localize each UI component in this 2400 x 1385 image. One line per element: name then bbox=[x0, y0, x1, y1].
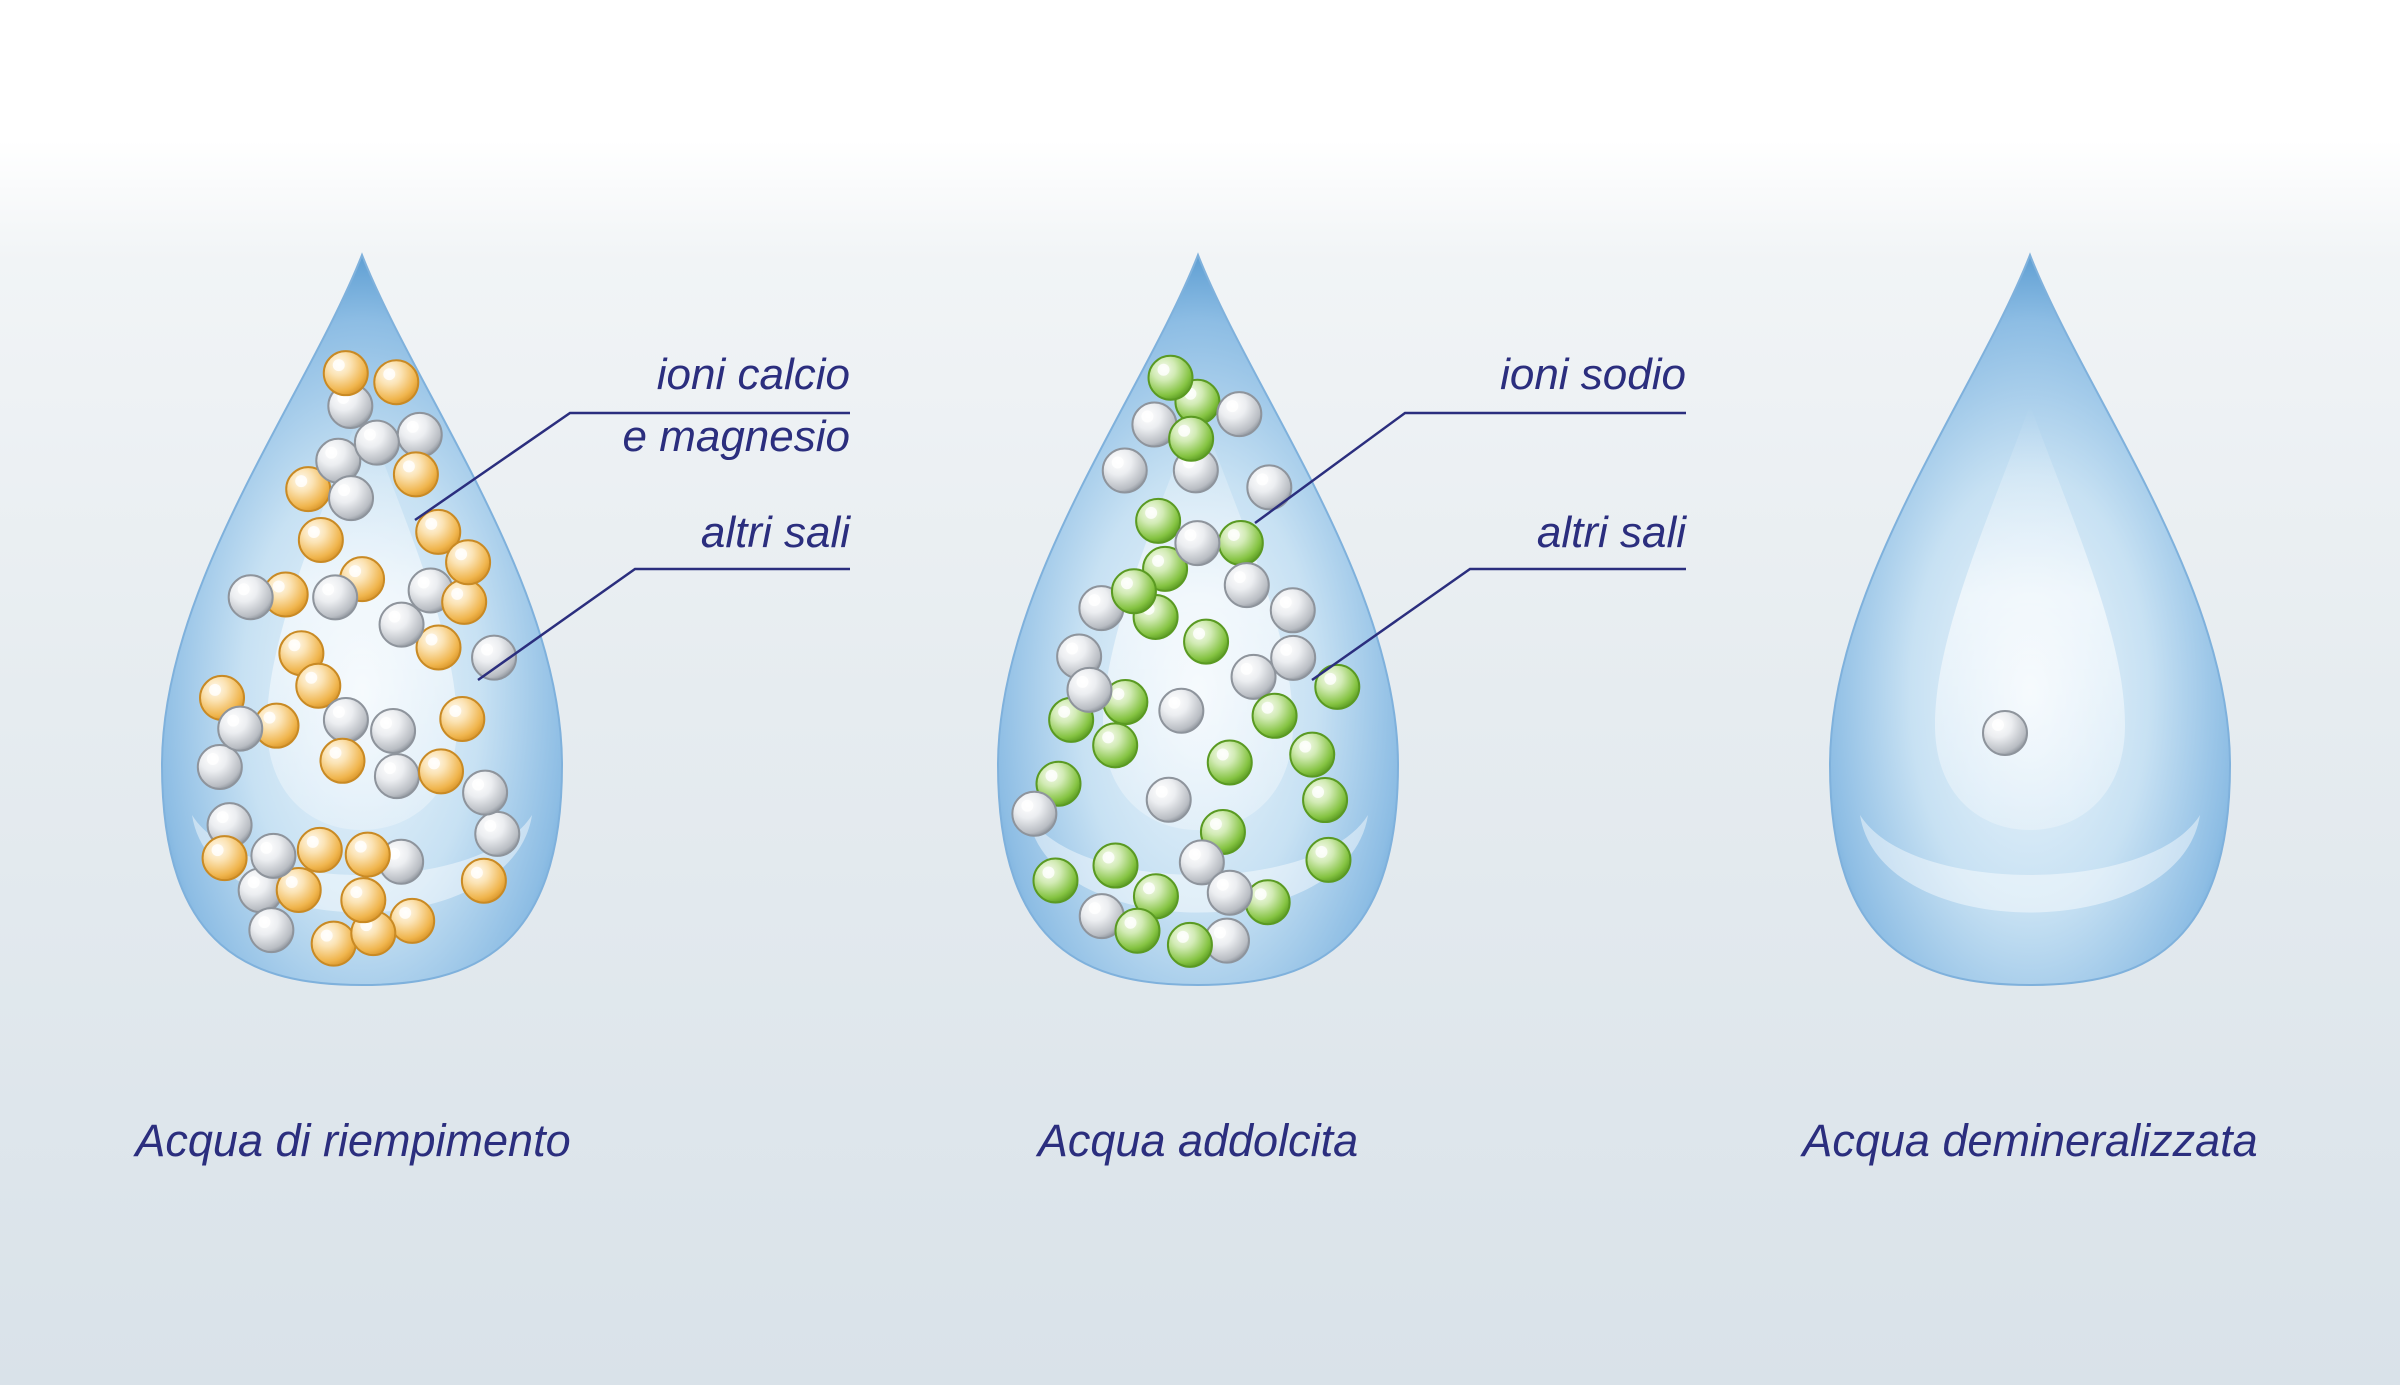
label-other-salts-2: altri sali bbox=[1536, 508, 1686, 557]
sodium-ion-particle bbox=[1166, 921, 1213, 968]
sodium-ion-particle bbox=[1092, 722, 1139, 769]
calcium-magnesium-ion-particle bbox=[373, 359, 420, 406]
sodium-ion-particle bbox=[1302, 777, 1349, 824]
leader-calcium-magnesium bbox=[414, 411, 850, 522]
sodium-ion-particle bbox=[1092, 842, 1139, 889]
other-salt-particle bbox=[378, 601, 425, 648]
sodium-ion-particle bbox=[1244, 879, 1291, 926]
calcium-magnesium-ion-particle bbox=[296, 826, 343, 873]
other-salt-particle bbox=[1246, 464, 1293, 511]
other-salt-particle bbox=[250, 832, 297, 879]
other-salt-particle bbox=[1270, 634, 1317, 681]
calcium-magnesium-ion-particle bbox=[340, 877, 387, 924]
calcium-magnesium-ion-particle bbox=[262, 571, 309, 618]
calcium-magnesium-ion-particle bbox=[417, 748, 464, 795]
sodium-ion-particle bbox=[1147, 354, 1194, 401]
calcium-magnesium-ion-particle bbox=[310, 920, 357, 967]
caption-demineralized-water: Acqua demineralizzata bbox=[1802, 1115, 2258, 1166]
calcium-magnesium-ion-particle bbox=[201, 835, 248, 882]
sodium-ion-particle bbox=[1102, 679, 1149, 726]
other-salt-particle bbox=[1223, 562, 1270, 609]
sodium-ion-particle bbox=[1314, 663, 1361, 710]
label-calcium-magnesium-line1: ioni calcio bbox=[656, 350, 850, 399]
sodium-ion-particle bbox=[1135, 497, 1182, 544]
other-salt-particle bbox=[1269, 587, 1316, 634]
sodium-ion-particle bbox=[1289, 731, 1336, 778]
other-salt-particle bbox=[1174, 520, 1221, 567]
other-salt-particle bbox=[1178, 839, 1225, 886]
calcium-magnesium-ion-particle bbox=[460, 857, 507, 904]
other-salt-particle bbox=[248, 907, 295, 954]
other-salt-particle bbox=[1982, 710, 2028, 756]
calcium-magnesium-ion-particle bbox=[441, 578, 488, 625]
other-salt-particle bbox=[1203, 917, 1250, 964]
calcium-magnesium-ion-particle bbox=[319, 737, 366, 784]
other-salt-particle bbox=[328, 475, 375, 522]
sodium-ion-particle bbox=[1305, 836, 1352, 883]
other-salt-particle bbox=[315, 437, 362, 484]
other-salt-particle bbox=[312, 574, 359, 621]
other-salt-particle bbox=[1066, 666, 1113, 713]
other-salt-particle bbox=[1101, 447, 1148, 494]
calcium-magnesium-ion-particle bbox=[415, 624, 462, 671]
other-salt-particle bbox=[196, 743, 243, 790]
sodium-ion-particle bbox=[1142, 545, 1189, 592]
calcium-magnesium-ion-particle bbox=[297, 516, 344, 563]
other-salt-particle bbox=[227, 574, 274, 621]
sodium-ion-particle bbox=[1217, 519, 1264, 566]
other-salt-particle bbox=[474, 810, 521, 857]
sodium-ion-particle bbox=[1251, 692, 1298, 739]
calcium-magnesium-ion-particle bbox=[344, 831, 391, 878]
other-salt-particle bbox=[322, 696, 369, 743]
calcium-magnesium-ion-particle bbox=[285, 466, 332, 513]
other-salt-particle bbox=[217, 705, 264, 752]
caption-softened-water: Acqua addolcita bbox=[1037, 1115, 1359, 1166]
sodium-ion-particle bbox=[1183, 618, 1230, 665]
other-salt-particle bbox=[1145, 776, 1192, 823]
calcium-magnesium-ion-particle bbox=[322, 350, 369, 397]
label-sodium-ions: ioni sodio bbox=[1500, 350, 1686, 399]
leader-sodium-ions bbox=[1254, 411, 1686, 525]
other-salt-particle bbox=[396, 411, 443, 458]
leader-other-salts-1 bbox=[477, 567, 850, 682]
other-salt-particle bbox=[1206, 869, 1253, 916]
sodium-ion-particle bbox=[1132, 873, 1179, 920]
other-salt-particle bbox=[1230, 653, 1277, 700]
calcium-magnesium-ion-particle bbox=[295, 662, 342, 709]
other-salt-particle bbox=[462, 769, 509, 816]
other-salt-particle bbox=[353, 419, 400, 466]
sodium-ion-particle bbox=[1032, 857, 1079, 904]
other-salt-particle bbox=[370, 707, 417, 754]
calcium-magnesium-ion-particle bbox=[439, 695, 486, 742]
sodium-ion-particle bbox=[1035, 760, 1082, 807]
sodium-ion-particle bbox=[1168, 415, 1215, 462]
other-salt-particle bbox=[373, 753, 420, 800]
other-salt-particle bbox=[1158, 687, 1205, 734]
label-calcium-magnesium-line2: e magnesio bbox=[622, 412, 850, 461]
other-salt-particle bbox=[1131, 401, 1178, 448]
calcium-magnesium-ion-particle bbox=[389, 897, 436, 944]
calcium-magnesium-ion-particle bbox=[275, 867, 322, 914]
calcium-magnesium-ion-particle bbox=[392, 451, 439, 498]
other-salt-particle bbox=[471, 634, 518, 681]
leader-other-salts-2 bbox=[1311, 567, 1686, 682]
calcium-magnesium-ion-particle bbox=[445, 539, 492, 586]
sodium-ion-particle bbox=[1114, 907, 1161, 954]
sodium-ion-particle bbox=[1110, 568, 1157, 615]
sodium-ion-particle bbox=[1206, 739, 1253, 786]
water-drop-demineralized-water bbox=[1828, 252, 2232, 987]
caption-fill-water: Acqua di riempimento bbox=[135, 1115, 571, 1166]
other-salt-particle bbox=[1011, 790, 1058, 837]
other-salt-particle bbox=[1216, 391, 1263, 438]
label-other-salts-1: altri sali bbox=[700, 508, 850, 557]
calcium-magnesium-ion-particle bbox=[415, 508, 462, 555]
